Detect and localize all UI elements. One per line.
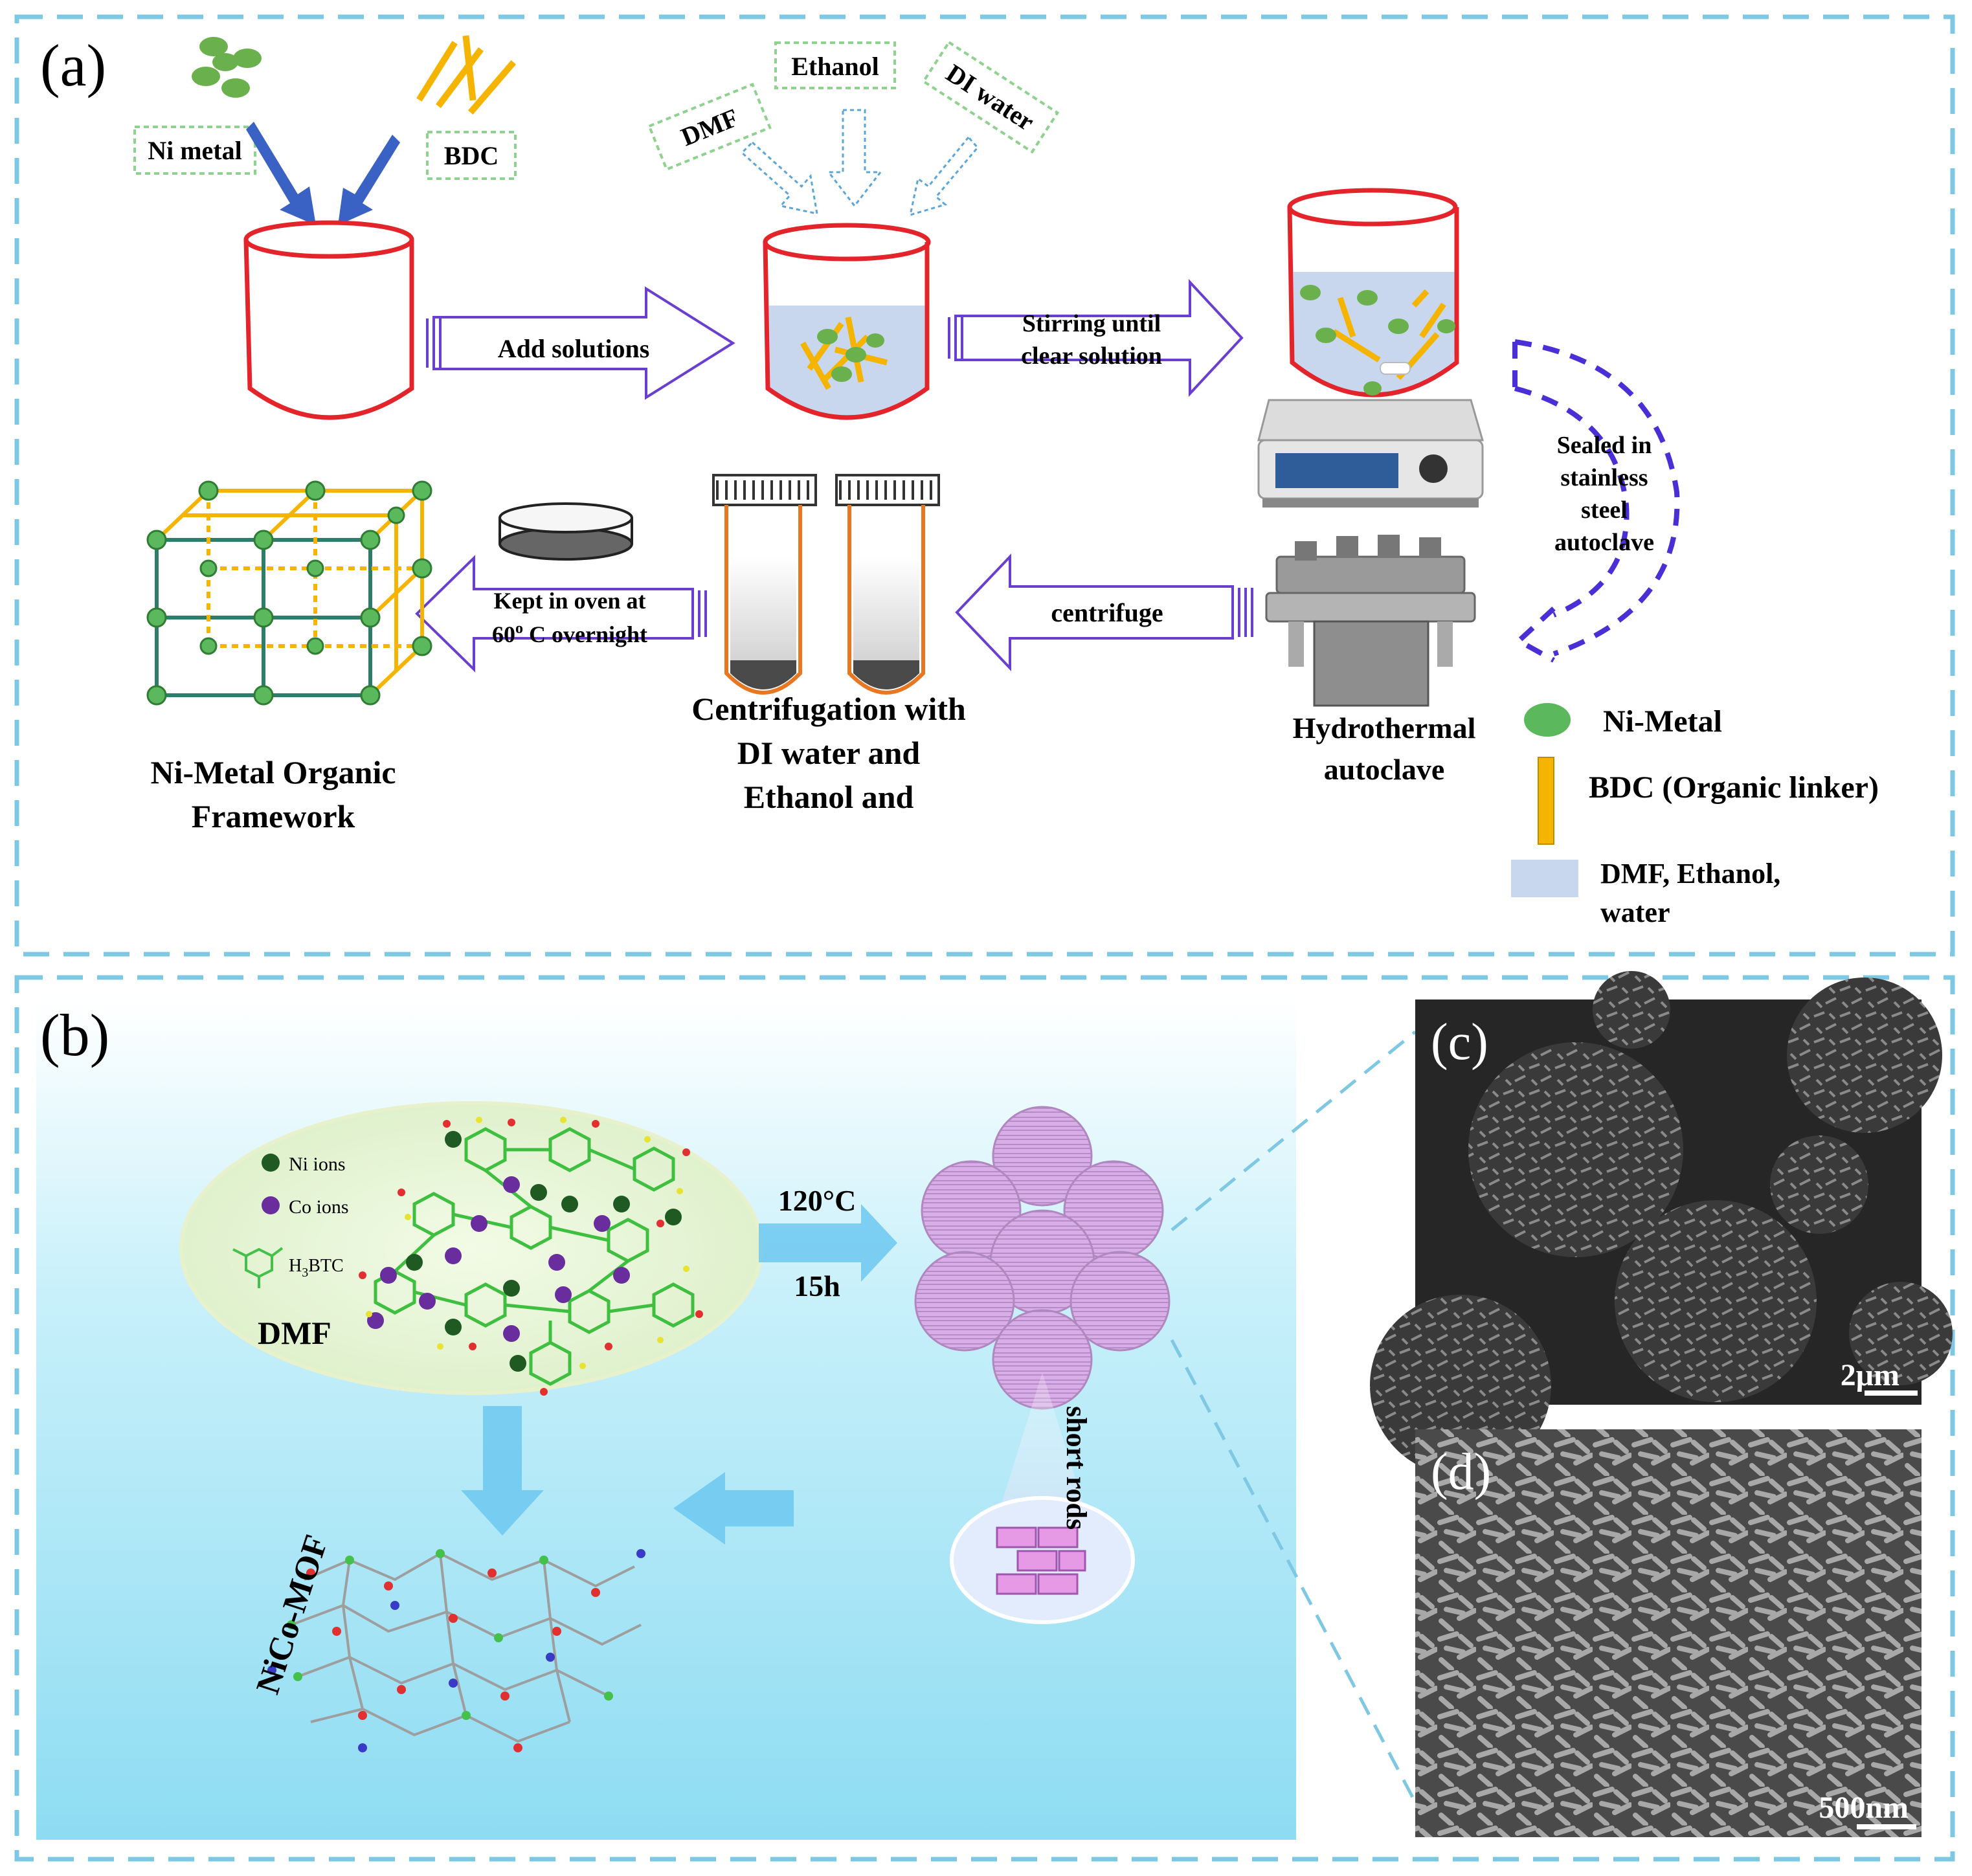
legend-ni-ions-label: Ni ions [289, 1154, 346, 1175]
legend-ni-ions-swatch [262, 1154, 280, 1172]
zoom-line-bottom [1170, 1339, 1417, 1803]
framework-caption-line2: Framework [192, 798, 355, 834]
bdc-linkers [416, 35, 517, 115]
legend-bdc-swatch [1538, 757, 1554, 845]
mixed-ni-particles [817, 329, 884, 382]
stirring-label-line1: Stirring until [1022, 310, 1161, 337]
ni-input-arrow [246, 122, 316, 225]
oxygen-atoms-in-network [359, 1119, 703, 1396]
legend-solvent-label-line1: DMF, Ethanol, [1600, 858, 1780, 889]
oven-label-line1: Kept in oven at [493, 588, 645, 614]
legend-bdc-label: BDC (Organic linker) [1589, 770, 1879, 805]
panel-b-background [36, 999, 1296, 1840]
mof-framework-nodes [146, 480, 432, 706]
mof-framework-lattice [155, 489, 427, 697]
nico-mof-structure [291, 1552, 642, 1743]
centrifugation-caption-line1: Centrifugation with [691, 691, 966, 727]
panel-a-label: (a) [40, 32, 106, 98]
sem-image-c [1370, 971, 1953, 1476]
legend-h3btc-molecule-icon [232, 1247, 284, 1288]
hydrothermal-caption-line1: Hydrothermal [1293, 711, 1476, 744]
legend-ni-metal-label: Ni-Metal [1603, 704, 1722, 739]
di-water-label-box: DI water [921, 40, 1060, 154]
panel-d-scale-label: 500nm [1819, 1791, 1909, 1825]
panel-c-scale-label: 2μm [1841, 1358, 1899, 1392]
centrifugation-caption-line2: DI water and [737, 735, 921, 771]
hot-plate [1257, 399, 1484, 508]
panel-d-scale-bar [1857, 1824, 1916, 1829]
oven-arrow [415, 555, 707, 673]
bdc-label: BDC [444, 141, 499, 170]
sealed-label-line4: autoclave [1554, 529, 1654, 556]
panel-c-scale-bar [1865, 1390, 1918, 1396]
stirring-label-line2: clear solution [1021, 342, 1162, 370]
oven-label-line2: 60o C overnight [492, 620, 647, 647]
hydrothermal-caption-line2: autoclave [1324, 753, 1445, 786]
nico-mof-atoms [267, 1549, 645, 1752]
ethanol-solvent-arrow [826, 109, 883, 208]
time-label: 15h [794, 1269, 840, 1302]
legend-ni-metal-swatch [1524, 703, 1571, 737]
panel-a-border [14, 14, 1955, 957]
solvothermal-arrow [759, 1204, 897, 1282]
centrifuge-arrow [955, 553, 1253, 671]
centrifuge-tube-1 [712, 474, 817, 695]
dmf-solvent-arrow [740, 140, 818, 215]
centrifuge-label: centrifuge [1051, 598, 1163, 627]
legend-solvent-label-line2: water [1600, 897, 1670, 928]
dmf-solvent-label: DMF [258, 1315, 331, 1351]
ni-metal-particles [192, 37, 262, 98]
solution-beaker [763, 223, 931, 420]
down-arrow [461, 1406, 544, 1535]
add-solutions-label: Add solutions [498, 334, 650, 363]
stirring-arrow [948, 278, 1244, 397]
ethanol-label: Ethanol [791, 52, 879, 81]
ethanol-label-box [774, 41, 896, 89]
ni-ions-in-network [406, 1131, 682, 1372]
centrifugation-caption-line3: Ethanol and [744, 779, 914, 815]
sealed-label-line3: steel [1581, 497, 1628, 524]
ni-metal-label-box [133, 126, 256, 175]
microsphere-cluster [914, 1106, 1171, 1410]
add-solutions-arrow [426, 286, 735, 400]
di-water-solvent-arrow [909, 135, 979, 217]
framework-caption-line1: Ni-Metal Organic [150, 754, 396, 790]
legend-co-ions-swatch [262, 1196, 280, 1214]
legend-solvent-swatch [1511, 860, 1578, 897]
sem-image-d [1415, 1429, 1922, 1837]
short-rods-icon [996, 1526, 1086, 1595]
temperature-label: 120°C [778, 1184, 857, 1217]
hydrogen-atoms-in-network [366, 1117, 689, 1369]
panel-c-label: (c) [1431, 1014, 1488, 1071]
stirring-beaker [1287, 188, 1459, 397]
ni-metal-label: Ni metal [148, 136, 242, 165]
bdc-input-arrow [338, 135, 400, 225]
hydrothermal-autoclave [1265, 535, 1476, 707]
panel-d-label: (d) [1431, 1444, 1491, 1501]
left-arrow [673, 1472, 794, 1545]
empty-beaker [243, 220, 414, 420]
sealed-label-line1: Sealed in [1557, 432, 1652, 459]
zoom-line-top [1171, 1031, 1417, 1231]
short-rods-label: short rods [1060, 1406, 1092, 1530]
panel-bcd-border [14, 975, 1955, 1862]
sealed-label-line2: stainless [1560, 464, 1648, 491]
panel-b-label: (b) [40, 1002, 109, 1068]
legend-co-ions-label: Co ions [289, 1196, 349, 1218]
legend-h3btc-label: H3BTC [289, 1256, 344, 1280]
bdc-label-box [426, 131, 517, 180]
petri-dish [499, 502, 633, 561]
sealed-curved-arrow [1512, 339, 1680, 663]
co-ions-in-network [367, 1176, 630, 1342]
centrifuge-tube-2 [835, 474, 940, 695]
